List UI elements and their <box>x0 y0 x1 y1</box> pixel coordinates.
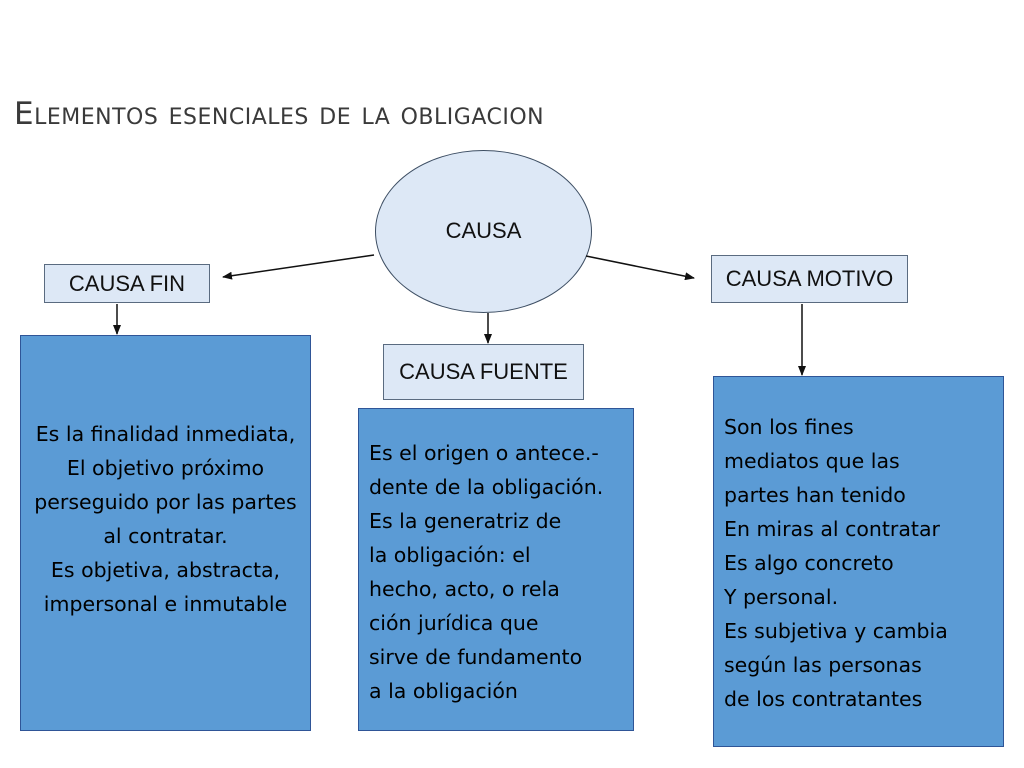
causa-motivo-line: de los contratantes <box>724 687 923 711</box>
arrow-causa-to-motivo <box>585 255 695 281</box>
causa-fuente-line: sirve de fundamento <box>369 645 583 669</box>
causa-fuente-line: ción jurídica que <box>369 611 539 635</box>
causa-motivo-line: según las personas <box>724 653 922 677</box>
causa-motivo-line: Son los fines <box>724 415 854 439</box>
causa-fuente-description-box: Es el origen o antece.- dente de la obli… <box>358 408 634 731</box>
causa-motivo-line: partes han tenido <box>724 483 906 507</box>
causa-motivo-line: Es algo concreto <box>724 551 894 575</box>
causa-fin-description-box: Es la finalidad inmediata, El objetivo p… <box>20 335 311 731</box>
causa-fuente-line: Es la generatriz de <box>369 509 562 533</box>
causa-fuente-line: a la obligación <box>369 679 518 703</box>
causa-motivo-line: En miras al contratar <box>724 517 940 541</box>
causa-fuente-label-box: CAUSA FUENTE <box>383 344 584 400</box>
causa-fin-line: perseguido por las partes <box>34 490 297 514</box>
causa-fin-line: Es objetiva, abstracta, <box>50 558 281 582</box>
causa-motivo-label: CAUSA MOTIVO <box>725 266 894 291</box>
causa-ellipse <box>375 150 592 313</box>
causa-fin-line: Es la finalidad inmediata, <box>35 422 296 446</box>
causa-fuente-line: la obligación: el <box>369 543 531 567</box>
causa-fuente-line: hecho, acto, o rela <box>369 577 560 601</box>
causa-fuente-label: CAUSA FUENTE <box>399 359 568 384</box>
causa-fin-line: al contratar. <box>103 524 228 548</box>
causa-fin-line: El objetivo próximo <box>66 456 265 480</box>
causa-motivo-line: Es subjetiva y cambia <box>724 619 948 643</box>
causa-label: CAUSA <box>445 218 522 243</box>
arrow-causa-to-fin <box>222 254 375 280</box>
causa-fuente-line: dente de la obligación. <box>369 475 604 499</box>
causa-fin-label: CAUSA FIN <box>68 270 186 296</box>
causa-fin-label-box: CAUSA FIN <box>44 264 210 303</box>
causa-motivo-line: mediatos que las <box>724 449 900 473</box>
slide-title: Elementos esenciales de la obligacion <box>14 96 545 132</box>
causa-motivo-label-box: CAUSA MOTIVO <box>711 255 908 303</box>
causa-fin-line: impersonal e inmutable <box>43 592 288 616</box>
causa-motivo-line: Y personal. <box>724 585 839 609</box>
causa-fuente-line: Es el origen o antece.- <box>369 441 599 465</box>
causa-motivo-description-box: Son los fines mediatos que las partes ha… <box>713 376 1004 747</box>
